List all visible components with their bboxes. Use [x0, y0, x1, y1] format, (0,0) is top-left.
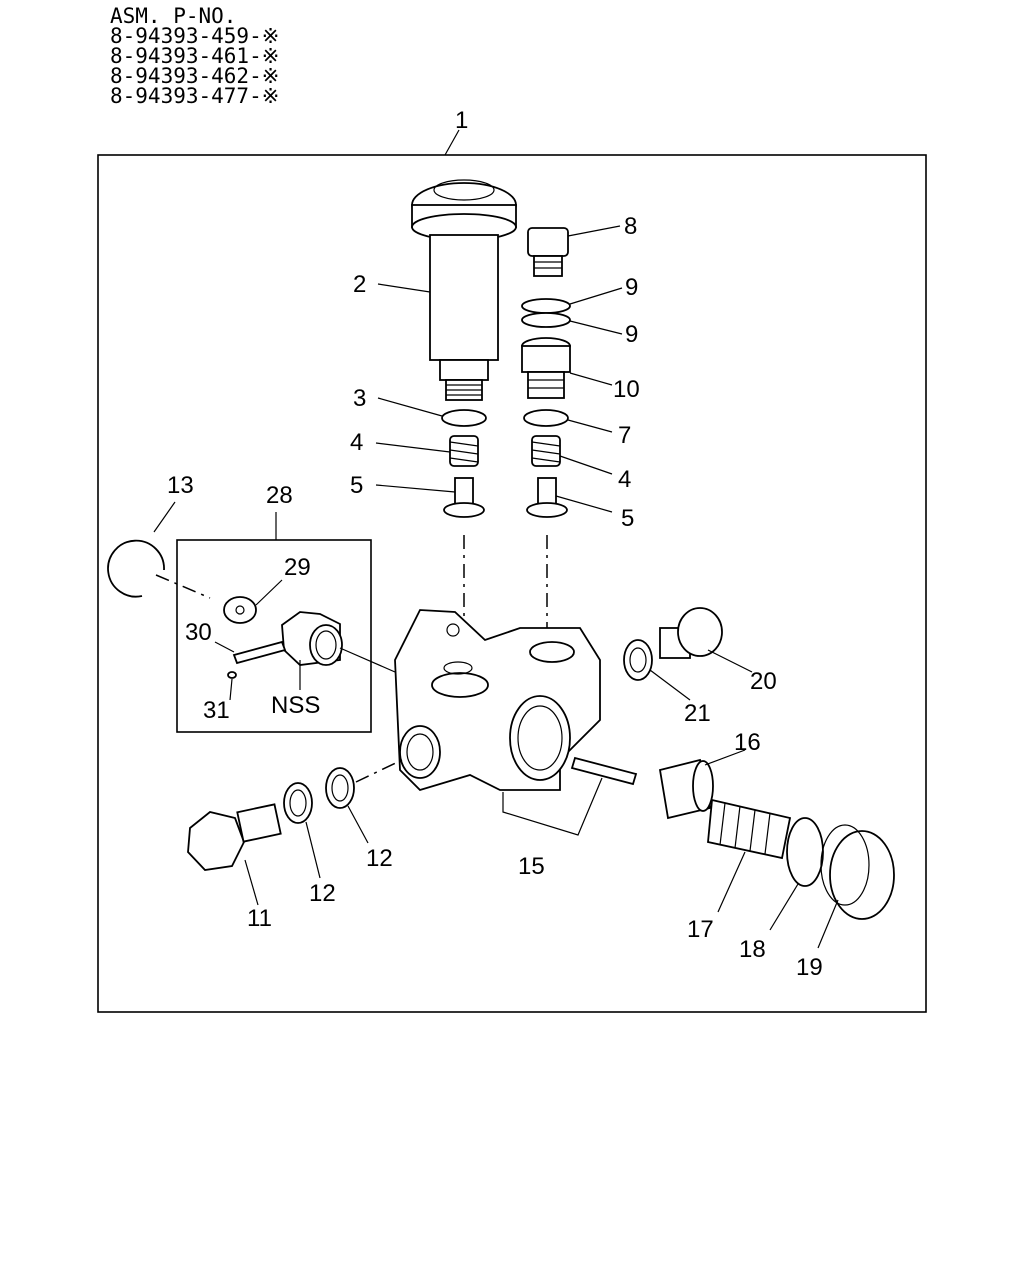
assembly-part-numbers: ASM. P-NO. 8-94393-459-※ 8-94393-461-※ 8… — [110, 4, 280, 108]
callout-18: 18 — [739, 936, 766, 963]
callout-30: 30 — [185, 619, 212, 646]
leader-15 — [502, 777, 603, 836]
valve-5-right[interactable] — [526, 477, 568, 518]
callout-9: 9 — [625, 274, 638, 301]
leader-9-lower — [569, 320, 623, 335]
leader-11 — [244, 859, 259, 906]
leader-18 — [769, 883, 799, 931]
leader-8 — [567, 225, 621, 237]
callout-21: 21 — [684, 700, 711, 727]
callout-3: 3 — [353, 385, 366, 412]
callout-20: 20 — [750, 668, 777, 695]
cap-19[interactable] — [820, 824, 895, 920]
leader-3 — [377, 397, 443, 417]
leader-5-left — [375, 484, 456, 493]
leader-31 — [229, 678, 233, 701]
spring-17[interactable] — [707, 798, 792, 860]
callout-19: 19 — [796, 954, 823, 981]
part-number: 8-94393-461-※ — [110, 44, 280, 68]
filter-16[interactable] — [658, 758, 714, 820]
washer-12-right[interactable] — [325, 767, 355, 809]
o-ring-3[interactable] — [441, 409, 487, 427]
callout-29: 29 — [284, 554, 311, 581]
leader-13 — [153, 501, 176, 533]
callout-10: 10 — [613, 376, 640, 403]
callout-17: 17 — [687, 916, 714, 943]
callout-13: 13 — [167, 472, 194, 499]
axis-13 — [155, 574, 211, 599]
leader-17 — [717, 851, 746, 913]
callout-5: 5 — [621, 505, 634, 532]
pin-30[interactable] — [232, 640, 287, 665]
leader-30 — [214, 641, 235, 653]
washer-9-lower[interactable] — [521, 312, 571, 328]
leader-29 — [255, 579, 283, 606]
valve-5-left[interactable] — [443, 477, 485, 518]
part-number: 8-94393-462-※ — [110, 64, 280, 88]
primer-pump-2[interactable] — [411, 179, 517, 401]
leader-4-left — [375, 442, 451, 453]
assembly-title: ASM. P-NO. — [110, 4, 237, 28]
callout-9: 9 — [625, 321, 638, 348]
pin-31[interactable] — [227, 671, 237, 679]
washer-9-upper[interactable] — [521, 298, 571, 314]
axis-plunger — [339, 647, 396, 673]
part-number: 8-94393-459-※ — [110, 24, 280, 48]
callout-8: 8 — [624, 213, 637, 240]
leader-16 — [704, 749, 746, 766]
callout-2: 2 — [353, 271, 366, 298]
roller-29[interactable] — [223, 596, 257, 624]
leader-4-right — [559, 455, 613, 475]
leader-19 — [817, 899, 839, 949]
callout-12: 12 — [309, 880, 336, 907]
o-ring-7[interactable] — [523, 409, 569, 427]
fitting-10[interactable] — [521, 337, 571, 399]
banjo-bolt-11[interactable] — [187, 803, 282, 871]
leader-1 — [444, 129, 460, 156]
leader-5-right — [555, 495, 613, 513]
spring-4-right[interactable] — [531, 435, 561, 467]
pump-body[interactable] — [394, 609, 601, 792]
spring-4-left[interactable] — [449, 435, 479, 467]
callout-nss: NSS — [271, 692, 320, 719]
axis-11 — [355, 759, 403, 783]
plunger-nss[interactable] — [281, 611, 343, 666]
snap-ring-13[interactable] — [107, 539, 165, 598]
washer-12-left[interactable] — [283, 782, 313, 824]
callout-11: 11 — [247, 905, 272, 932]
bolt-8[interactable] — [527, 227, 569, 277]
callout-5: 5 — [350, 472, 363, 499]
leader-21 — [649, 669, 691, 701]
leader-2 — [377, 283, 431, 293]
leader-10 — [569, 372, 613, 386]
callout-28: 28 — [266, 482, 293, 509]
gauze-pin-15[interactable] — [570, 756, 638, 786]
kit-box-28 — [176, 539, 372, 733]
leader-9-upper — [569, 287, 623, 305]
callout-1: 1 — [455, 107, 468, 134]
assembly-frame — [97, 154, 927, 1013]
leader-20 — [707, 649, 753, 673]
callout-31: 31 — [203, 697, 230, 724]
callout-15: 15 — [518, 853, 545, 880]
callout-7: 7 — [618, 422, 631, 449]
callout-12: 12 — [366, 845, 393, 872]
leader-12-left — [305, 821, 321, 879]
callout-4: 4 — [350, 429, 363, 456]
leader-7 — [567, 419, 613, 433]
callout-4: 4 — [618, 466, 631, 493]
gasket-21[interactable] — [623, 639, 653, 681]
part-number: 8-94393-477-※ — [110, 84, 280, 108]
leader-12-right — [347, 805, 369, 844]
callout-16: 16 — [734, 729, 761, 756]
plug-20[interactable] — [659, 607, 723, 659]
gasket-18[interactable] — [786, 817, 824, 887]
